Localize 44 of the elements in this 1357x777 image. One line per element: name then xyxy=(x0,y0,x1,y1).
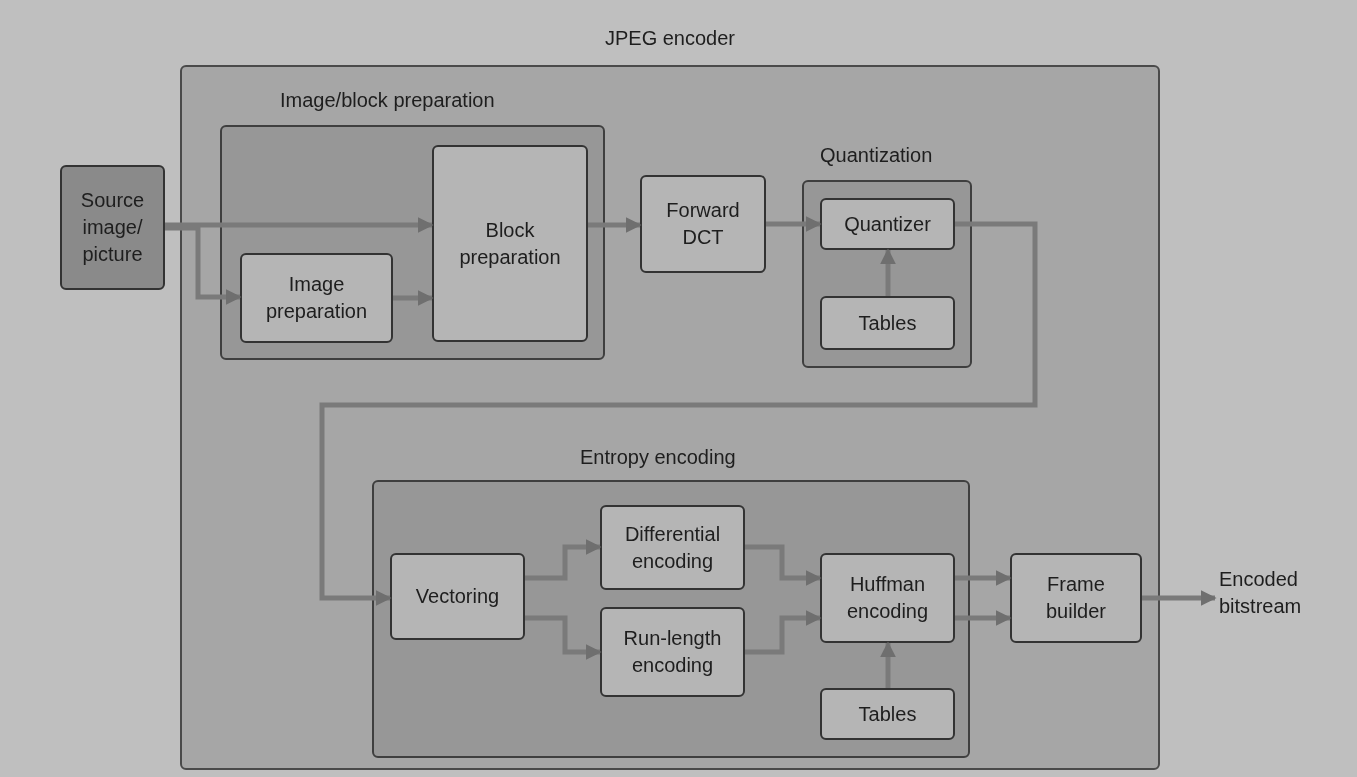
arrow xyxy=(955,570,1012,586)
box-label: Source image/ picture xyxy=(79,188,146,267)
group-heading: JPEG encoder xyxy=(603,27,737,50)
process-box xyxy=(600,505,745,590)
arrow xyxy=(525,539,602,581)
group-heading: Quantization xyxy=(820,144,933,167)
process-box xyxy=(820,198,955,250)
arrow xyxy=(766,216,822,232)
process-box xyxy=(432,145,588,342)
process-box xyxy=(640,175,766,273)
box-label: Tables xyxy=(857,310,918,336)
group-heading: Image/block preparation xyxy=(280,89,495,112)
box-label: Vectoring xyxy=(414,584,501,609)
arrow xyxy=(165,225,242,305)
arrow xyxy=(1142,590,1217,606)
arrow xyxy=(525,615,602,660)
process-box xyxy=(1010,553,1142,643)
box-label: Image preparation xyxy=(264,272,369,324)
process-box xyxy=(600,607,745,697)
arrow xyxy=(588,217,642,233)
process-box xyxy=(390,553,525,640)
arrow xyxy=(745,610,822,655)
arrow xyxy=(880,641,896,688)
process-box xyxy=(820,553,955,643)
arrow xyxy=(319,221,1038,606)
box-label: Quantizer xyxy=(843,211,932,237)
process-box xyxy=(820,296,955,350)
source-box xyxy=(60,165,165,290)
box-label: Frame builder xyxy=(1044,572,1107,624)
box-label: Differential encoding xyxy=(623,521,722,574)
process-box xyxy=(820,688,955,740)
box-label: Forward DCT xyxy=(665,198,741,250)
arrow xyxy=(880,248,896,296)
box-label: Huffman encoding xyxy=(845,572,930,624)
arrow xyxy=(393,290,434,306)
group-heading: Entropy encoding xyxy=(580,446,736,469)
box-label: Run-length encoding xyxy=(622,626,723,678)
arrow xyxy=(745,544,822,586)
arrow xyxy=(955,610,1012,626)
arrow xyxy=(165,217,434,233)
process-box xyxy=(240,253,393,343)
box-label: Block preparation xyxy=(458,217,562,270)
output-label: Encoded bitstream xyxy=(1215,562,1315,624)
box-label: Tables xyxy=(857,701,918,727)
